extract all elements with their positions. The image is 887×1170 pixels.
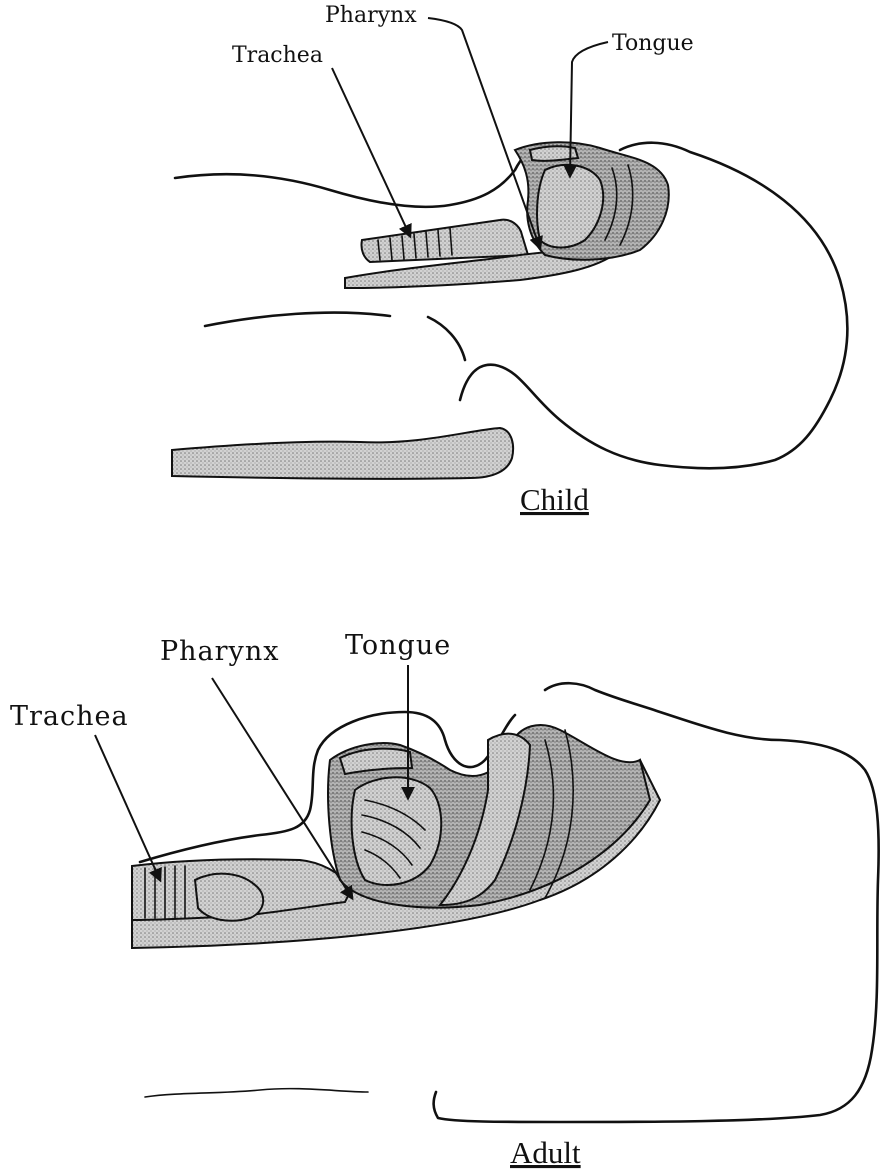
child-neck-line (175, 146, 540, 207)
adult-figure (132, 683, 879, 1122)
child-label-tongue: Tongue (612, 31, 694, 56)
child-label-trachea: Trachea (232, 43, 323, 68)
child-figure (172, 142, 847, 479)
child-trachea-arrow (332, 68, 410, 236)
child-bed (172, 428, 513, 479)
adult-caption: Adult (510, 1135, 581, 1170)
adult-tongue (352, 777, 442, 885)
child-trachea (361, 220, 528, 262)
adult-label-tongue: Tongue (345, 630, 451, 661)
adult-shoulder-trace (145, 1089, 368, 1097)
child-label-pharynx: Pharynx (325, 3, 417, 28)
child-pharynx-arrow (428, 18, 540, 248)
adult-label-pharynx: Pharynx (160, 636, 279, 667)
adult-label-trachea: Trachea (10, 701, 129, 732)
adult-trachea-arrow (95, 735, 160, 880)
child-shoulder-curve (428, 317, 465, 360)
child-shoulder-line (205, 313, 390, 326)
child-caption: Child (520, 482, 589, 517)
